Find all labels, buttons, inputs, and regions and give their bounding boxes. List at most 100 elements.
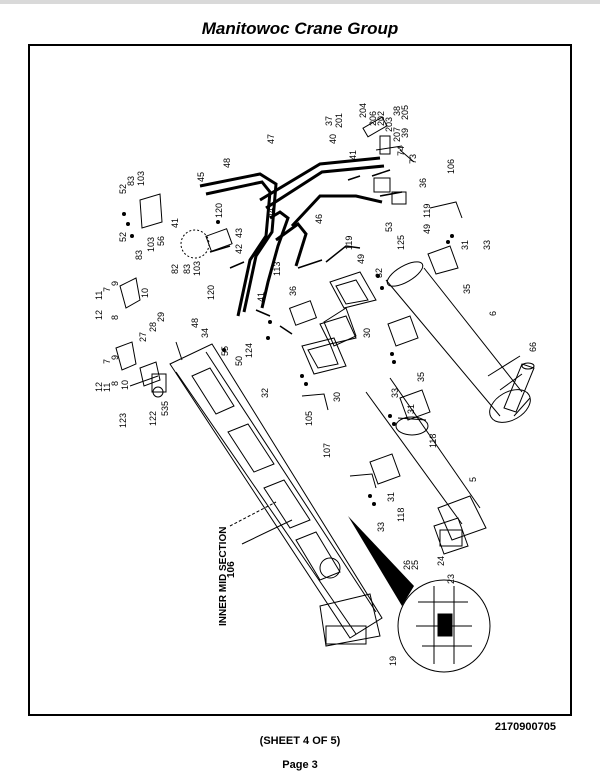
label-56: 56 xyxy=(156,236,166,246)
label-41-b: 41 xyxy=(256,292,266,302)
label-202: 202 xyxy=(376,111,386,126)
parts-diagram: INNER MID SECTION 106 106 107 105 5 6 66… xyxy=(94,103,538,673)
label-106-boom: 106 xyxy=(226,561,237,578)
label-34: 34 xyxy=(200,328,210,338)
label-119-a: 119 xyxy=(344,236,354,250)
hydraulic-hoses xyxy=(199,156,385,317)
bracket-105-mark xyxy=(301,393,329,411)
label-23: 23 xyxy=(446,574,456,584)
label-103-c: 103 xyxy=(192,261,202,276)
label-73: 73 xyxy=(408,154,418,164)
label-12-a: 12 xyxy=(94,310,104,320)
label-33-c: 33 xyxy=(482,240,492,250)
label-30-a: 30 xyxy=(332,392,342,402)
label-46: 46 xyxy=(314,214,324,224)
bracket-107-mark xyxy=(349,473,377,489)
label-107: 107 xyxy=(322,443,332,458)
label-33-b: 33 xyxy=(390,388,400,398)
label-83-a: 83 xyxy=(126,176,136,186)
label-48-b: 48 xyxy=(190,318,200,328)
label-30-b: 30 xyxy=(362,328,372,338)
label-123: 123 xyxy=(118,413,128,428)
label-31-c: 31 xyxy=(460,240,470,250)
diagram-frame: INNER MID SECTION 106 106 107 105 5 6 66… xyxy=(28,44,572,716)
label-36-a: 36 xyxy=(288,286,298,296)
label-203: 203 xyxy=(384,117,394,132)
left-bracket-parts xyxy=(115,277,183,398)
label-10-b: 10 xyxy=(120,380,130,390)
label-10-a: 10 xyxy=(140,288,150,298)
valve-blocks xyxy=(139,177,407,326)
label-535: 535 xyxy=(160,401,170,416)
label-44: 44 xyxy=(266,208,276,218)
label-105: 105 xyxy=(304,411,314,426)
label-29: 29 xyxy=(156,312,166,322)
label-25: 25 xyxy=(410,560,420,570)
page-title: Manitowoc Crane Group xyxy=(201,19,399,38)
label-42: 42 xyxy=(234,244,244,254)
label-26: 26 xyxy=(402,560,412,570)
label-7-a: 7 xyxy=(102,287,112,292)
bracket-106-mark xyxy=(429,201,463,219)
document-number: 2170900705 xyxy=(494,721,556,733)
label-35-b: 35 xyxy=(462,284,472,294)
label-120-b: 120 xyxy=(206,285,216,300)
label-31-a: 31 xyxy=(386,492,396,502)
boom-section xyxy=(169,343,383,647)
label-124: 124 xyxy=(244,343,254,358)
label-39: 39 xyxy=(400,128,410,138)
label-32-b: 32 xyxy=(374,268,384,278)
label-9-a: 9 xyxy=(110,281,120,286)
label-49-b: 49 xyxy=(422,224,432,234)
label-36-b: 36 xyxy=(418,178,428,188)
label-50: 50 xyxy=(234,356,244,366)
label-19: 19 xyxy=(388,656,398,666)
label-40: 40 xyxy=(328,134,338,144)
label-24: 24 xyxy=(436,556,446,566)
label-32-a: 32 xyxy=(260,388,270,398)
label-122: 122 xyxy=(148,411,158,426)
label-55: 55 xyxy=(220,346,230,356)
label-35-a: 35 xyxy=(416,372,426,382)
wear-pads xyxy=(301,245,469,555)
label-45: 45 xyxy=(196,172,206,182)
label-38: 38 xyxy=(392,106,402,116)
detail-leader xyxy=(348,516,414,606)
section-label: INNER MID SECTION xyxy=(218,527,229,626)
cylinder-tube xyxy=(385,261,535,423)
label-52-a: 52 xyxy=(118,184,128,194)
label-103-a: 103 xyxy=(136,171,146,186)
label-11-a: 11 xyxy=(94,291,104,300)
label-119-b: 119 xyxy=(422,204,432,218)
label-205: 205 xyxy=(400,105,410,120)
label-125: 125 xyxy=(396,235,406,250)
label-47: 47 xyxy=(266,134,276,144)
label-8-b: 8 xyxy=(110,381,120,386)
label-41-c: 41 xyxy=(348,150,358,160)
label-66: 66 xyxy=(528,342,538,352)
label-43: 43 xyxy=(234,228,244,238)
label-11-b: 11 xyxy=(102,383,112,392)
label-201: 201 xyxy=(334,113,344,128)
label-31-b: 31 xyxy=(406,404,416,414)
label-83-b: 83 xyxy=(134,250,144,260)
label-6: 6 xyxy=(488,311,498,316)
label-113: 113 xyxy=(272,262,282,276)
label-74: 74 xyxy=(396,146,406,156)
label-27: 27 xyxy=(138,332,148,342)
label-118-b: 118 xyxy=(396,508,406,522)
label-103-b: 103 xyxy=(146,237,156,252)
label-33-a: 33 xyxy=(376,522,386,532)
page-number: Page 3 xyxy=(282,759,318,771)
label-37: 37 xyxy=(324,116,334,126)
fasteners xyxy=(122,212,454,506)
label-9-b: 9 xyxy=(110,355,120,360)
label-48-a: 48 xyxy=(222,158,232,168)
label-49-a: 49 xyxy=(356,254,366,264)
label-7-b: 7 xyxy=(102,359,112,364)
label-120-a: 120 xyxy=(214,203,224,218)
top-rule xyxy=(0,0,600,4)
label-204: 204 xyxy=(358,103,368,118)
sheet-indicator: (SHEET 4 OF 5) xyxy=(259,735,341,747)
label-41-a: 41 xyxy=(170,218,180,228)
